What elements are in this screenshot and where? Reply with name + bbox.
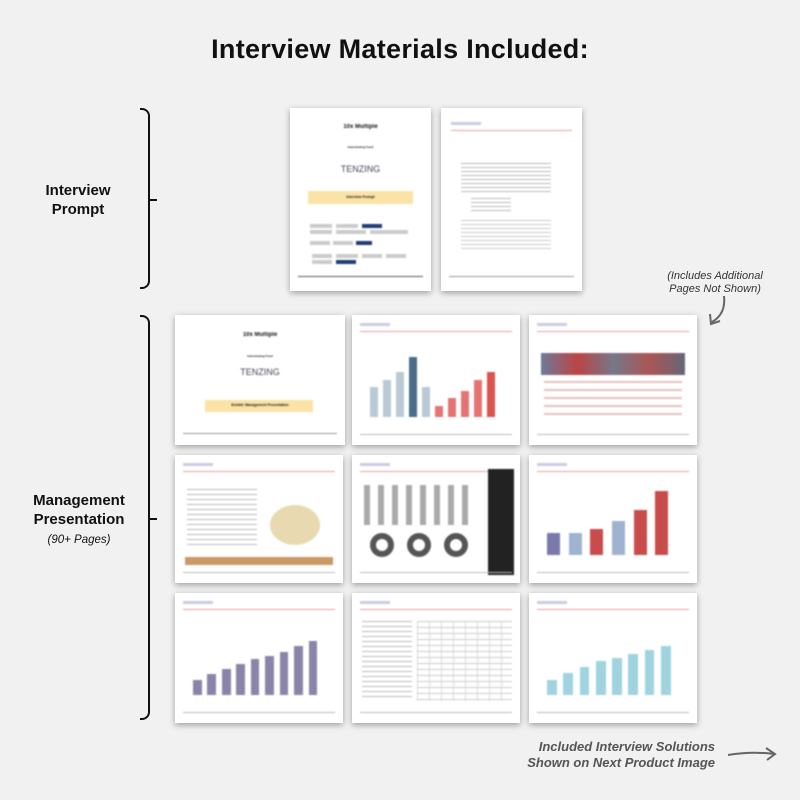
- page-count: (90+ Pages): [47, 534, 111, 546]
- interview-prompt-cover-page: 10x Multiple Interviewing Fund TENZING I…: [290, 108, 431, 291]
- additional-pages-note: (Includes Additional Pages Not Shown): [667, 270, 763, 295]
- management-slide-thumbnail: [529, 315, 697, 445]
- management-slide-thumbnail: [529, 455, 697, 583]
- prompt-bracket: [140, 108, 157, 289]
- management-slide-thumbnail: [352, 593, 520, 723]
- management-bracket: [140, 315, 157, 720]
- tenzing-logo: TENZING: [340, 164, 381, 174]
- management-slide-thumbnail: [352, 315, 520, 445]
- page-title: Interview Materials Included:: [211, 34, 589, 64]
- right-arrow-icon: [727, 747, 777, 761]
- curved-arrow-icon: [709, 295, 726, 326]
- management-cover-slide: 10x Multiple Interviewing Fund TENZING E…: [175, 315, 345, 445]
- interview-prompt-page-2: [441, 108, 582, 291]
- management-slide-thumbnail: [175, 455, 343, 583]
- interview-prompt-label: Interview Prompt: [45, 182, 111, 218]
- management-presentation-label: Management Presentation(90+ Pages): [20, 491, 138, 550]
- solutions-footer-note: Included Interview Solutions Shown on Ne…: [527, 739, 715, 770]
- management-slide-thumbnail: [529, 593, 697, 723]
- management-slide-thumbnail: [175, 593, 343, 723]
- management-slide-thumbnail: [352, 455, 520, 583]
